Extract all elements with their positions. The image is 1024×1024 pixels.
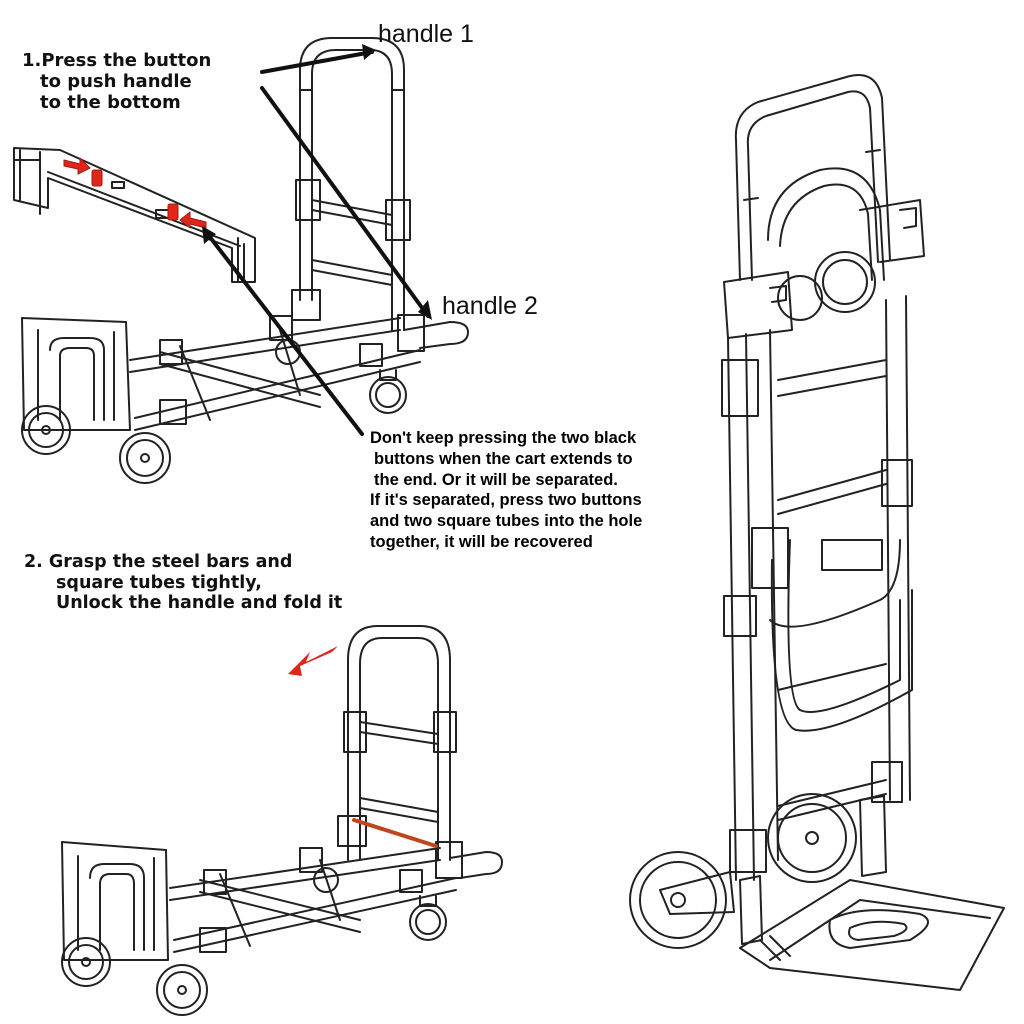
red-buttons — [63, 157, 207, 229]
step2-line-2: square tubes tightly, — [56, 572, 262, 593]
step2-line-1: 2. Grasp the steel bars and — [24, 552, 293, 572]
note-line-5: and two square tubes into the hole — [370, 512, 643, 531]
step1-instruction: 1.Press the button to push handle to the… — [22, 50, 211, 114]
handle2-label: handle 2 — [442, 292, 538, 320]
orange-rod — [352, 818, 438, 848]
note-line-2: buttons when the cart extends to — [374, 449, 633, 468]
step2-line-3: Unlock the handle and fold it — [56, 593, 343, 614]
pointer-lines — [204, 50, 430, 436]
handle1-label: handle 1 — [378, 20, 474, 48]
button-bar-detail — [13, 147, 256, 283]
note-line-3: the end. Or it will be separated. — [374, 470, 618, 489]
cart-extended-top — [21, 37, 469, 484]
cart-folding-bottom — [61, 625, 503, 1016]
pointer-arrowheads — [202, 44, 432, 320]
separation-warning-note: Don't keep pressing the two black button… — [370, 428, 642, 553]
note-line-6: together, it will be recovered — [370, 532, 593, 551]
fold-arrow-icon — [288, 646, 338, 676]
step2-instruction: 2. Grasp the steel bars and square tubes… — [24, 552, 342, 614]
cart-hand-truck-right — [629, 74, 1005, 991]
step1-line-2: to push handle — [40, 71, 192, 93]
step1-line-3: to the bottom — [40, 92, 181, 114]
note-line-4: If it's separated, press two buttons — [370, 491, 642, 510]
step1-line-1: 1.Press the button — [22, 50, 212, 71]
note-line-1: Don't keep pressing the two black — [370, 429, 637, 447]
